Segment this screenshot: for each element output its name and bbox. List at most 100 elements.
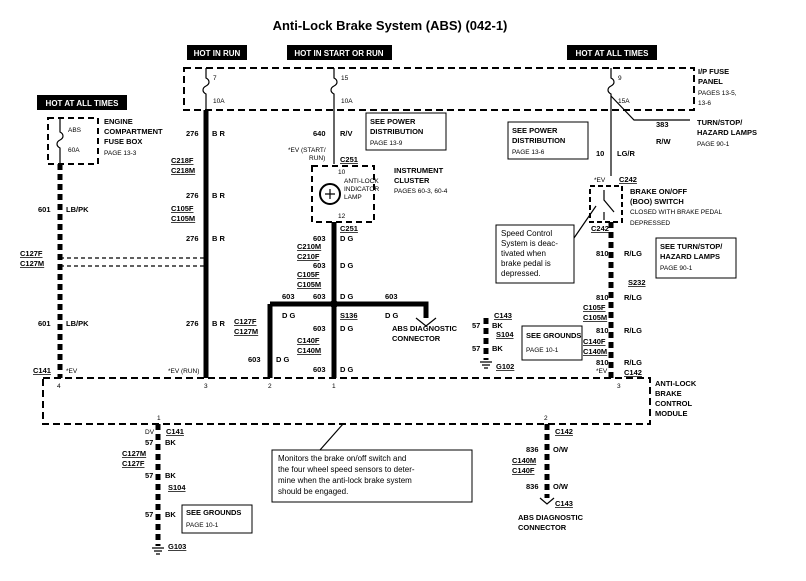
wire-810-label-2: 810 (596, 293, 609, 302)
hot-in-run-label: HOT IN RUN (194, 49, 241, 58)
wire-57-color-3: BK (165, 438, 176, 447)
turn-lamps-box[interactable] (655, 237, 737, 279)
wire-603-label-5: 603 (313, 365, 326, 374)
power-dist-2-line2: DISTRIBUTION (512, 136, 565, 145)
monitor-note (271, 449, 473, 503)
wire-603-color-left: D G (276, 355, 290, 364)
fuse-7-amp: 10A (213, 98, 225, 105)
fuse-7-num: 7 (213, 75, 217, 82)
wire-276-label-1: 276 (186, 129, 199, 138)
c127f-bottom: C127F (122, 459, 145, 468)
wire-383 (610, 95, 690, 121)
dv-label: DV (145, 429, 155, 436)
wire-603-color-bus-2: D G (385, 311, 399, 320)
brake-switch-2: (BOO) SWITCH (630, 197, 684, 206)
c105f-b: C105F (297, 270, 320, 279)
grounds-box-1[interactable] (521, 325, 583, 361)
wire-383-label: 383 (656, 120, 669, 129)
monitor-note-1: Monitors the brake on/off switch and (278, 454, 406, 463)
wire-383-color: R/W (656, 137, 672, 146)
wire-603-label-left: 603 (248, 355, 261, 364)
wire-640-label: 640 (313, 129, 326, 138)
fuse-symbol-icon (202, 68, 615, 110)
wire-601-color-2: LB/PK (66, 319, 89, 328)
fuse-15-amp: 10A (341, 98, 353, 105)
wire-640-color: R/V (340, 129, 353, 138)
monitor-note-4: should be engaged. (278, 487, 348, 496)
c127m-bottom: C127M (122, 449, 146, 458)
c242-b: C242 (591, 224, 609, 233)
c140m-c: C140M (512, 456, 536, 465)
wire-810-label-1: 810 (596, 249, 609, 258)
engine-fuse-box (47, 117, 99, 165)
c210f: C210F (297, 252, 320, 261)
ev-run-label-2: RUN) (309, 155, 325, 162)
wire-603-label-2: 603 (313, 261, 326, 270)
lamp-label-2: INDICATOR (344, 186, 379, 193)
wire-57-color-2: BK (492, 344, 503, 353)
monitor-note-pointer (319, 423, 344, 451)
g102: G102 (496, 362, 514, 371)
cluster-pin-bot: 12 (338, 213, 346, 220)
cluster-name-1: INSTRUMENT (394, 166, 444, 175)
wire-603-color-5: D G (340, 365, 354, 374)
turn-lamps-box-2: HAZARD LAMPS (660, 252, 720, 261)
c142-a: C142 (624, 368, 642, 377)
power-dist-2-page: PAGE 13-6 (512, 149, 545, 156)
power-dist-box-1[interactable] (365, 112, 447, 151)
abs-module-3: CONTROL (655, 399, 692, 408)
diag-connector-2-arrow-icon (539, 497, 555, 505)
c127m-mid: C127M (234, 327, 258, 336)
wire-603-label-1: 603 (313, 234, 326, 243)
wire-603-color-1: D G (340, 234, 354, 243)
engine-box-label-3: FUSE BOX (104, 137, 142, 146)
ev-label-left: *EV (66, 368, 78, 375)
hot-all-times-tag-right (567, 45, 657, 60)
abs-module-2: BRAKE (655, 389, 682, 398)
grounds-box-1-page: PAGE 10-1 (526, 347, 559, 354)
cluster-pages: PAGES 60-3, 60-4 (394, 188, 448, 195)
brake-switch-4: DEPRESSED (630, 220, 670, 227)
engine-fuse-name: ABS (68, 127, 82, 134)
turn-lamps-top-page: PAGE 90-1 (697, 141, 730, 148)
c127f-mid: C127F (234, 317, 257, 326)
wire-603-color-2: D G (340, 261, 354, 270)
pin-3: 3 (204, 383, 208, 390)
wire-601-label: 601 (38, 205, 51, 214)
c242-a: C242 (619, 175, 637, 184)
hot-all-times-label-left: HOT AT ALL TIMES (46, 99, 120, 108)
fuse-9-amp: 15A (618, 98, 630, 105)
wire-57-label-4: 57 (145, 471, 153, 480)
wire-603-color-4: D G (340, 324, 354, 333)
c105m-a: C105M (171, 214, 195, 223)
c127f-left: C127F (20, 249, 43, 258)
lamp-label-3: LAMP (344, 194, 362, 201)
power-dist-box-2[interactable] (507, 121, 589, 160)
wire-810-color-4: R/LG (624, 358, 642, 367)
engine-box-page: PAGE 13-3 (104, 150, 137, 157)
cluster-pin-top: 10 (338, 169, 346, 176)
wire-603-label-3: 603 (313, 292, 326, 301)
hot-in-run-tag (187, 45, 247, 60)
hot-all-times-label-right: HOT AT ALL TIMES (576, 49, 650, 58)
c105m-b: C105M (297, 280, 321, 289)
wire-603-color-3: D G (340, 292, 354, 301)
wire-836-label-1: 836 (526, 445, 539, 454)
wire-57-label-3: 57 (145, 438, 153, 447)
grounds-box-2[interactable] (181, 504, 253, 534)
pin-1: 1 (332, 383, 336, 390)
brake-switch-1: BRAKE ON/OFF (630, 187, 688, 196)
wire-601-label-2: 601 (38, 319, 51, 328)
monitor-note-3: mine when the anti-lock brake system (278, 476, 412, 485)
wire-57-color-5: BK (165, 510, 176, 519)
pin-2-bottom: 2 (544, 415, 548, 422)
wire-810-color-2: R/LG (624, 293, 642, 302)
diag-connector-2-line1: ABS DIAGNOSTIC (518, 513, 584, 522)
fuse-panel-name: I/P FUSE (698, 67, 729, 76)
pin-3-right: 3 (617, 383, 621, 390)
wire-276-color-1: B R (212, 129, 226, 138)
hot-start-run-label: HOT IN START OR RUN (294, 49, 383, 58)
turn-lamps-top-1: TURN/STOP/ (697, 118, 743, 127)
c140f-a: C140F (297, 336, 320, 345)
